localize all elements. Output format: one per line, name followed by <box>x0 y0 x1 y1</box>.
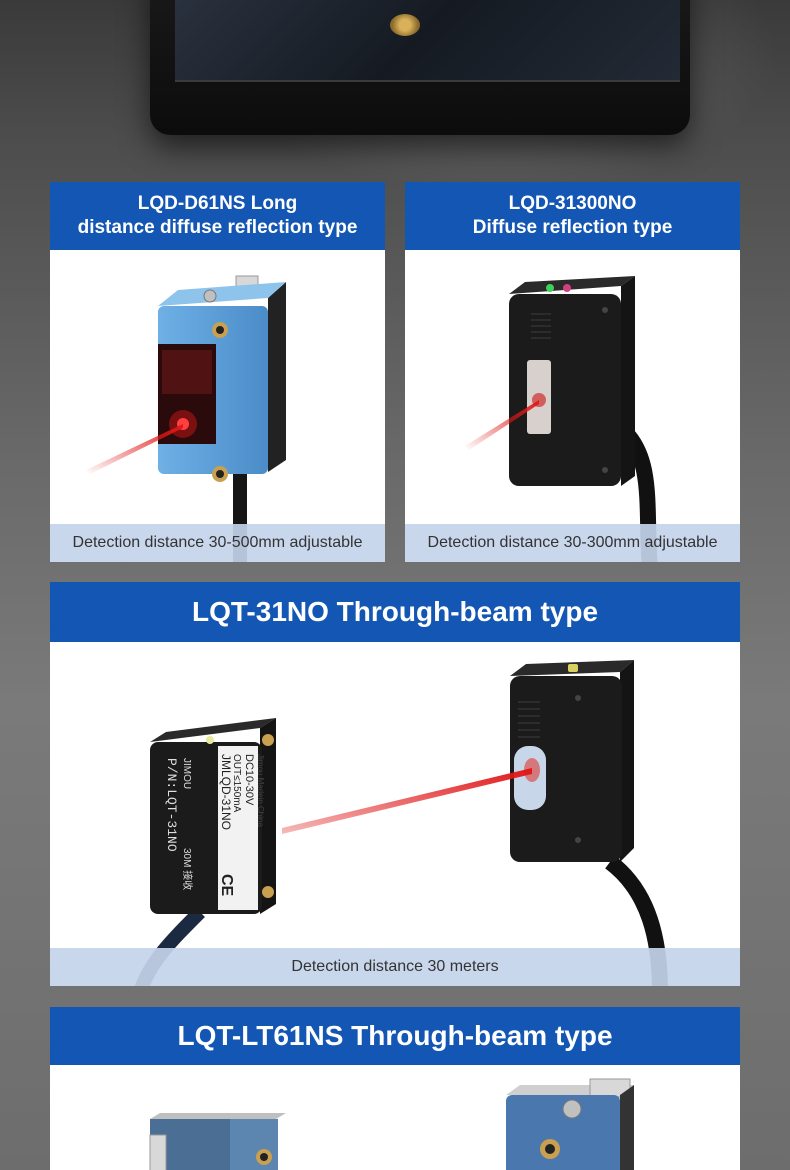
blue-through-beam-sensor-image <box>149 1078 634 1170</box>
product-card-lqd-31300no: LQD-31300NO Diffuse reflection type <box>405 182 740 562</box>
label-part-number: P/N:LQT-31NO <box>164 758 179 852</box>
card-header: LQD-31300NO Diffuse reflection type <box>405 182 740 250</box>
card-header: LQD-D61NS Long distance diffuse reflecti… <box>50 182 385 250</box>
card-title: LQT-31NO Through-beam type <box>191 596 599 627</box>
card-title-line1: LQD-31300NO <box>508 193 637 214</box>
card-title-line2: Diffuse reflection type <box>472 217 673 238</box>
detection-caption: Detection distance 30-500mm adjustable <box>50 524 385 562</box>
product-card-lqt-lt61ns: LQT-LT61NS Through-beam type <box>50 1007 740 1170</box>
label-output: OUT≤150mA <box>231 754 242 813</box>
label-brand: JIMOU <box>181 758 192 789</box>
card-image-area: Detection distance 30-300mm adjustable <box>405 250 740 562</box>
card-header: LQT-31NO Through-beam type <box>50 582 740 642</box>
product-card-lqt-31no: LQT-31NO Through-beam type <box>50 582 740 986</box>
card-header: LQT-LT61NS Through-beam type <box>50 1007 740 1065</box>
label-maker: Jimou Madein China <box>256 754 265 827</box>
card-image-area: P/N:LQT-31NO JIMOU 30M 接收 DC10-30V OUT≤1… <box>50 642 740 986</box>
hero-product-photo <box>0 0 790 182</box>
label-model: JMLQD-31NO <box>219 754 233 830</box>
ce-mark: CE <box>218 874 235 897</box>
detection-caption: Detection distance 30 meters <box>50 948 740 986</box>
black-sensor-image <box>465 276 658 562</box>
card-image-area <box>50 1065 740 1170</box>
card-title-line1: LQD-D61NS Long <box>137 193 298 214</box>
card-image-area: Detection distance 30-500mm adjustable <box>50 250 385 562</box>
label-power: DC10-30V <box>243 754 255 806</box>
card-title-line2: distance diffuse reflection type <box>77 217 358 238</box>
product-card-lqd-d61ns: LQD-D61NS Long distance diffuse reflecti… <box>50 182 385 562</box>
through-beam-sensor-pair-image: P/N:LQT-31NO JIMOU 30M 接收 DC10-30V OUT≤1… <box>134 660 668 986</box>
detection-caption: Detection distance 30-300mm adjustable <box>405 524 740 562</box>
label-range: 30M 接收 <box>181 848 194 890</box>
blue-sensor-image <box>86 275 286 562</box>
card-title: LQT-LT61NS Through-beam type <box>177 1020 613 1051</box>
